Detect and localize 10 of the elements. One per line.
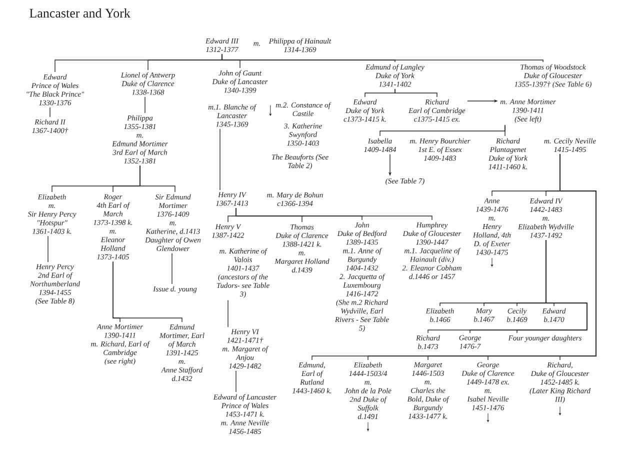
family-line: [236, 208, 432, 220]
family-line: [394, 88, 438, 98]
family-line: [140, 165, 176, 192]
family-line: [144, 96, 146, 114]
family-line: [516, 240, 588, 334]
family-line: [560, 154, 596, 360]
family-line: [222, 54, 544, 62]
family-line: [504, 124, 506, 136]
title: Lancaster and York: [30, 8, 130, 18]
family-line: [112, 261, 182, 322]
